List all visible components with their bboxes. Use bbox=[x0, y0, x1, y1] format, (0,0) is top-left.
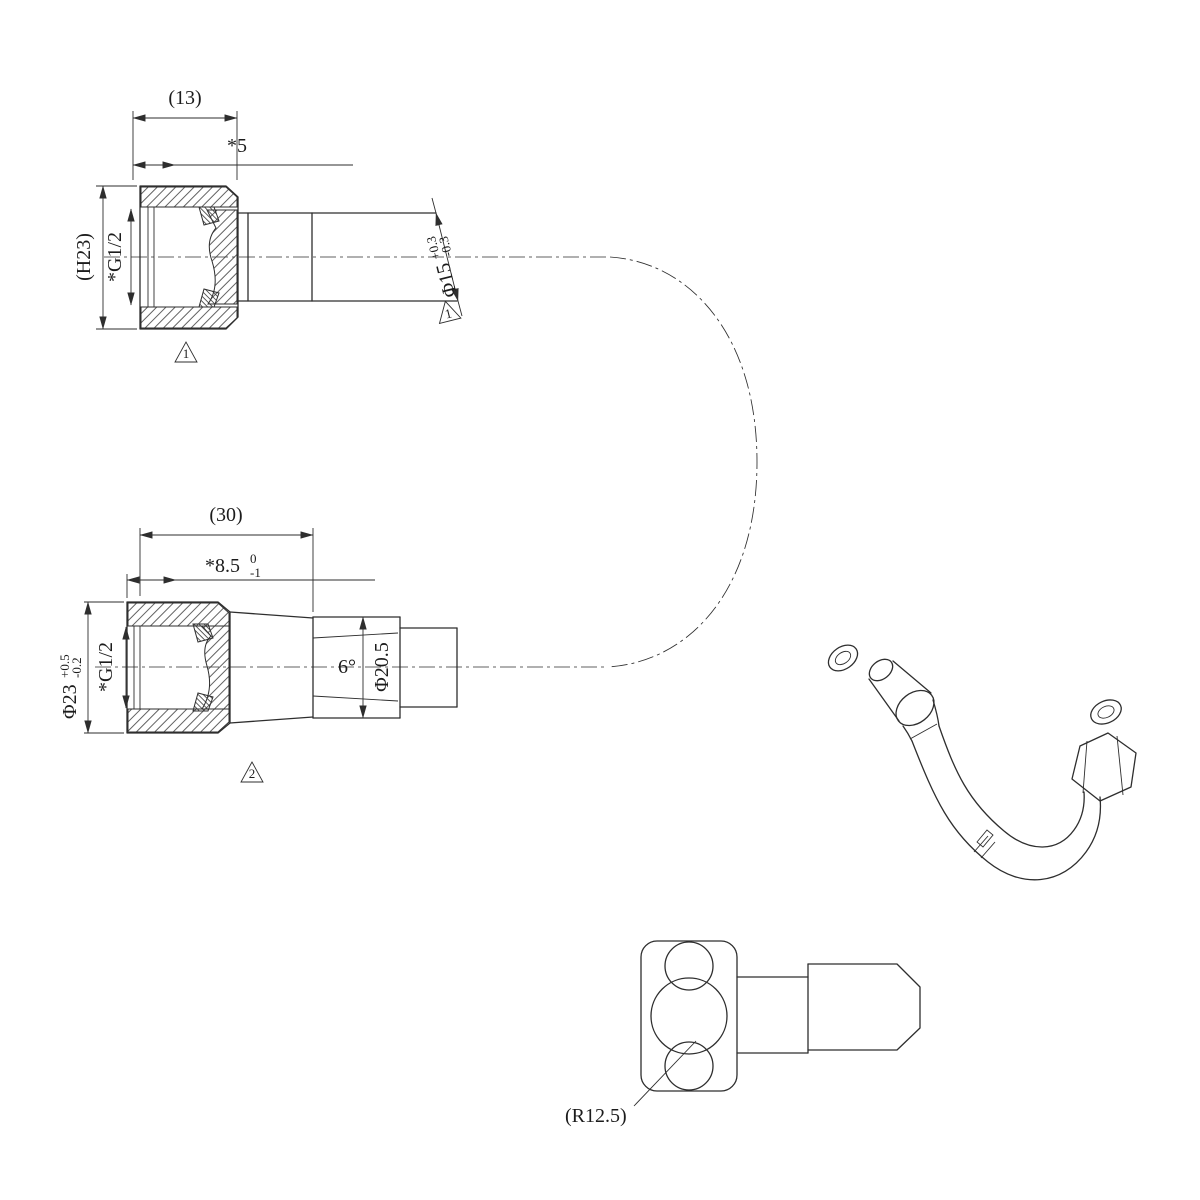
note-flag-top-body-number: 1 bbox=[183, 346, 190, 361]
cone-neck-right bbox=[932, 699, 940, 727]
elbow-pipe-far-outline bbox=[807, 963, 921, 1051]
cone-side-left bbox=[868, 678, 900, 722]
g-geometry: Φ20.5 bbox=[371, 642, 393, 692]
mid-taper-lower-line bbox=[312, 695, 399, 702]
note-flag-mid-body-number: 2 bbox=[249, 766, 256, 781]
top-nut-lower-wall-section bbox=[140, 306, 238, 329]
dim-d23-label: Φ23 bbox=[59, 684, 81, 719]
mid-cone-bottom-edge bbox=[229, 716, 314, 724]
hose-clip-tab bbox=[976, 829, 994, 848]
path-geometry bbox=[438, 300, 462, 325]
dim-cone-dia-205: Φ20.5 bbox=[359, 616, 393, 719]
dim-d205-label: Φ20.5 bbox=[371, 642, 393, 692]
washer-2-inner bbox=[1097, 705, 1115, 719]
radius-leader-line bbox=[633, 1040, 697, 1107]
dim-g12-top-label: *G1/2 bbox=[104, 232, 126, 282]
hose-path-centerline bbox=[607, 256, 758, 668]
g-geometry: *G1/2 bbox=[104, 232, 126, 282]
dim-taper-angle-6deg: 6° bbox=[338, 656, 356, 678]
dim-thread-g12-mid: *G1/2 bbox=[95, 626, 130, 709]
dim-g12-mid-label: *G1/2 bbox=[95, 642, 117, 692]
dim-85-label: *8.5 bbox=[205, 555, 240, 577]
line-geometry bbox=[431, 197, 437, 214]
dim-height-h23: (H23) bbox=[73, 185, 137, 330]
mid-nut-upper-wall-section bbox=[127, 602, 230, 627]
line-geometry bbox=[435, 212, 459, 302]
dim-width-13: (13) bbox=[132, 87, 238, 180]
hose-end-nut-facet-1 bbox=[1082, 740, 1088, 794]
hose-assembly bbox=[868, 658, 1137, 881]
dim-85-tol-up: 0 bbox=[250, 551, 257, 566]
dim-30-label: (30) bbox=[209, 504, 242, 526]
line-geometry bbox=[457, 300, 463, 317]
hose-crimp-line-2 bbox=[980, 841, 996, 859]
washer-1-outer bbox=[827, 644, 859, 672]
cone-base-rim bbox=[895, 689, 935, 727]
note-flag-top-tube: 1 bbox=[438, 300, 462, 325]
dim-d15-label: Φ15 bbox=[432, 261, 462, 300]
hose-outer-edge bbox=[911, 740, 1102, 881]
dim-length-30: (30) bbox=[139, 504, 314, 612]
elbow-bottom-boss-circle bbox=[664, 1041, 714, 1091]
top-nut-upper-wall-section bbox=[140, 186, 238, 208]
dim-depth-5: *5 bbox=[132, 135, 353, 169]
washer-gasket-2 bbox=[1090, 699, 1122, 725]
dim-5-label: *5 bbox=[227, 135, 247, 157]
dim-h23-label: (H23) bbox=[73, 233, 95, 281]
hose-crimp-line-1 bbox=[973, 835, 989, 853]
view-hose-isometric bbox=[827, 644, 1137, 881]
view-mid-connector-section: (30) *8.5 0 -1 Φ23 +0.5 -0.2 *G1 bbox=[57, 504, 608, 783]
washer-1-inner bbox=[834, 650, 852, 666]
hose-end-nut-facet-2 bbox=[1116, 735, 1124, 796]
cone-opening-rim bbox=[868, 658, 894, 682]
elbow-side-port-circle bbox=[650, 977, 728, 1055]
elbow-top-boss-circle bbox=[664, 941, 714, 991]
note-flag-top-tube-number: 1 bbox=[443, 305, 453, 321]
elbow-body-outline bbox=[640, 940, 738, 1092]
path-geometry bbox=[240, 761, 264, 783]
g-geometry: Φ23 +0.5 -0.2 bbox=[57, 654, 84, 719]
mid-nut-lower-wall-section bbox=[127, 708, 230, 733]
dim-outer-dia-23: Φ23 +0.5 -0.2 bbox=[57, 601, 124, 734]
hose-inner-edge bbox=[938, 725, 1085, 848]
cone-neck-left bbox=[902, 725, 913, 742]
note-flag-top-body: 1 bbox=[174, 341, 198, 363]
g-geometry: Φ15 +0.3 -0.3 bbox=[423, 235, 462, 300]
dim-85-tol-low: -1 bbox=[250, 565, 261, 580]
view-elbow-fitting: (R12.5) bbox=[565, 940, 921, 1127]
dim-13-label: (13) bbox=[168, 87, 201, 109]
cone-side-right bbox=[892, 660, 932, 694]
dim-r125-label: (R12.5) bbox=[565, 1105, 627, 1127]
dim-d23-tol-low: -0.2 bbox=[69, 657, 84, 678]
dim-d23-tol-up: +0.5 bbox=[57, 654, 72, 678]
mid-gasket-lower-section bbox=[192, 692, 214, 712]
hose-collar-joint bbox=[909, 723, 938, 740]
g-geometry: *G1/2 bbox=[95, 642, 117, 692]
hose-end-nut-outline bbox=[1071, 732, 1137, 802]
g-geometry: (H23) bbox=[73, 233, 95, 281]
dim-depth-85: *8.5 0 -1 bbox=[126, 551, 375, 598]
note-flag-mid-body: 2 bbox=[240, 761, 264, 783]
mid-gasket-upper-section bbox=[192, 623, 214, 643]
path-geometry bbox=[174, 341, 198, 363]
top-nut-outline bbox=[139, 185, 239, 330]
top-nut-seat-section bbox=[206, 209, 238, 305]
mid-cone-top-edge bbox=[229, 611, 314, 619]
washer-gasket-1 bbox=[827, 644, 859, 672]
view-top-connector-section: (13) *5 (H23) *G1/2 bbox=[73, 87, 610, 363]
dim-6deg-label: 6° bbox=[338, 656, 356, 678]
mid-taper-upper-line bbox=[312, 632, 399, 639]
dim-d15-tol-up: +0.3 bbox=[423, 235, 443, 262]
dim-thread-g12-top: *G1/2 bbox=[104, 208, 135, 306]
washer-2-outer bbox=[1090, 699, 1122, 725]
dim-d15-tol-low: -0.3 bbox=[436, 235, 456, 259]
